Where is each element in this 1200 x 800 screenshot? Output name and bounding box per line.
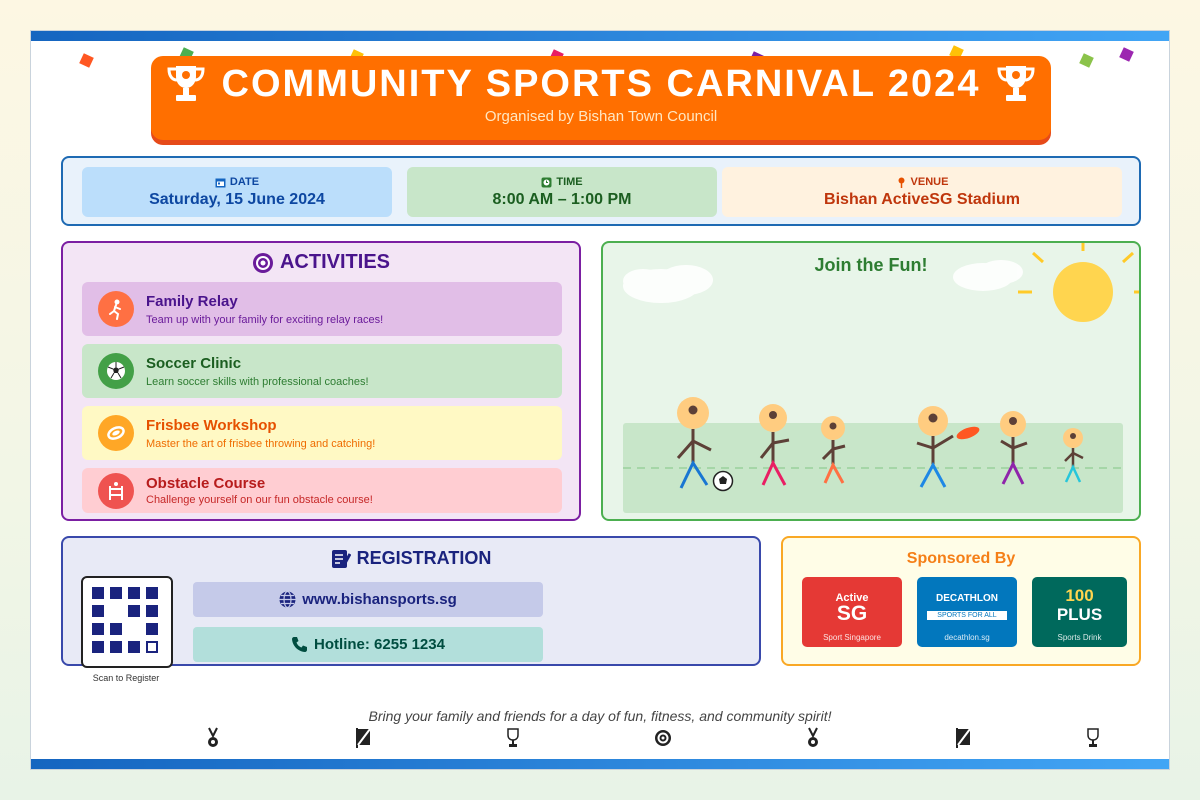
title-banner: COMMUNITY SPORTS CARNIVAL 2024 Organised…: [151, 56, 1051, 140]
sponsor-logo-line1: DECATHLON: [935, 593, 999, 604]
confetti: [1119, 47, 1134, 62]
target-icon: [252, 252, 273, 273]
frisbee: [956, 426, 980, 440]
person-figure: [1063, 428, 1084, 483]
flag-icon: [356, 728, 371, 748]
memo-icon: [331, 549, 351, 568]
bottom-accent-bar: [31, 759, 1169, 769]
sponsor-logo-line1: 100: [1065, 586, 1094, 605]
qr-code[interactable]: [81, 576, 173, 668]
confetti: [79, 53, 94, 68]
sports-scene-illustration: [623, 243, 1139, 513]
activity-name: Soccer Clinic: [146, 354, 242, 372]
sponsor-logo-line2: SG: [836, 602, 868, 625]
activity-name: Obstacle Course: [146, 475, 266, 492]
registration-panel: REGISTRATION www.bishansports.sg: [61, 536, 761, 668]
activity-frisbee-workshop: Frisbee Workshop Master the art of frisb…: [82, 406, 562, 460]
target-icon: [655, 730, 671, 746]
soccer-ball-icon: [107, 362, 125, 380]
qr-caption: Scan to Register: [92, 673, 160, 683]
activities-panel: ACTIVITIES Family Relay Team up with you…: [61, 241, 581, 521]
activity-description: Team up with your family for exciting re…: [146, 313, 384, 326]
runner-icon: [109, 299, 121, 320]
fun-title: Join the Fun!: [814, 255, 928, 275]
person-figure: [1000, 411, 1028, 485]
venue-card: VENUE Bishan ActiveSG Stadium: [722, 167, 1122, 217]
trophy-icon: [1087, 728, 1099, 747]
date-label: DATE: [229, 176, 260, 188]
date-card: DATE Saturday, 15 June 2024: [82, 167, 392, 217]
registration-title: REGISTRATION: [356, 548, 492, 568]
page-subtitle: Organised by Bishan Town Council: [484, 108, 718, 125]
clock-icon: [541, 177, 552, 187]
sponsor-logo-line2: PLUS: [1056, 605, 1103, 624]
time-value: 8:00 AM – 1:00 PM: [492, 191, 632, 208]
activity-soccer-clinic: Soccer Clinic Learn soccer skills with p…: [82, 344, 562, 398]
join-the-fun-illustration: Join the Fun!: [601, 241, 1141, 521]
activity-description: Learn soccer skills with professional co…: [146, 375, 369, 388]
activity-description: Master the art of frisbee throwing and c…: [146, 437, 376, 450]
sponsor-caption: Sport Singapore: [823, 633, 881, 642]
qr-code-pattern: [92, 587, 158, 653]
trophy-icon: [167, 66, 205, 101]
hotline-text: Hotline: 6255 1234: [314, 636, 445, 653]
flag-icon: [956, 728, 971, 748]
page-title: COMMUNITY SPORTS CARNIVAL 2024: [221, 62, 981, 105]
trophy-icon: [997, 66, 1035, 101]
website-url: www.bishansports.sg: [302, 591, 457, 608]
poster: COMMUNITY SPORTS CARNIVAL 2024 Organised…: [30, 30, 1170, 770]
activity-obstacle-course: Obstacle Course Challenge yourself on ou…: [82, 468, 562, 513]
pin-icon: [898, 177, 905, 188]
cloud: [623, 265, 713, 303]
sun: [1018, 243, 1139, 322]
time-card: TIME 8:00 AM – 1:00 PM: [407, 167, 717, 217]
sponsor-caption: Sports Drink: [1057, 633, 1102, 642]
event-info-panel: DATE Saturday, 15 June 2024 TIME 8:00 AM…: [61, 156, 1141, 226]
person-figure: [676, 397, 712, 489]
hotline-link[interactable]: Hotline: 6255 1234: [193, 627, 543, 662]
footer-tagline: Bring your family and friends for a day …: [368, 708, 832, 724]
website-link[interactable]: www.bishansports.sg: [193, 582, 543, 617]
venue-value: Bishan ActiveSG Stadium: [824, 191, 1020, 208]
top-accent-bar: [31, 31, 1169, 41]
sponsor-logo-line1: Active: [835, 592, 869, 604]
medal-icon: [808, 727, 818, 747]
sponsor-decathlon-logo: DECATHLON SPORTS FOR ALL decathlon.sg: [917, 577, 1017, 647]
medal-icon: [208, 727, 218, 747]
phone-icon: [292, 637, 308, 652]
person-figure: [821, 416, 846, 484]
sponsor-caption: decathlon.sg: [944, 633, 990, 642]
cloud: [953, 260, 1023, 291]
trophy-icon: [507, 728, 519, 747]
globe-icon: [279, 591, 296, 608]
calendar-icon: [215, 178, 226, 187]
obstacle-icon: [109, 481, 123, 500]
activities-title: ACTIVITIES: [279, 251, 390, 273]
person-figure: [759, 404, 790, 486]
activity-description: Challenge yourself on our fun obstacle c…: [146, 494, 373, 506]
soccer-ball: [712, 470, 734, 492]
sports-field: [623, 423, 1123, 513]
time-label: TIME: [556, 176, 583, 188]
date-value: Saturday, 15 June 2024: [149, 191, 325, 208]
frisbee-icon: [107, 426, 125, 440]
sponsor-100plus-logo: 100 PLUS Sports Drink: [1032, 577, 1127, 647]
person-figure: [916, 406, 954, 488]
activity-name: Frisbee Workshop: [146, 416, 277, 434]
confetti: [1079, 53, 1094, 68]
venue-label: VENUE: [910, 176, 949, 188]
sponsors-title: Sponsored By: [906, 550, 1016, 567]
footer-icon-row: [31, 727, 1169, 753]
sponsors-panel: Sponsored By Active SG Sport Singapore D…: [781, 536, 1141, 666]
activity-name: Family Relay: [146, 292, 238, 310]
activity-family-relay: Family Relay Team up with your family fo…: [82, 282, 562, 336]
sponsor-activesg-logo: Active SG Sport Singapore: [802, 577, 902, 647]
sponsor-logo-line2: SPORTS FOR ALL: [927, 611, 1007, 620]
